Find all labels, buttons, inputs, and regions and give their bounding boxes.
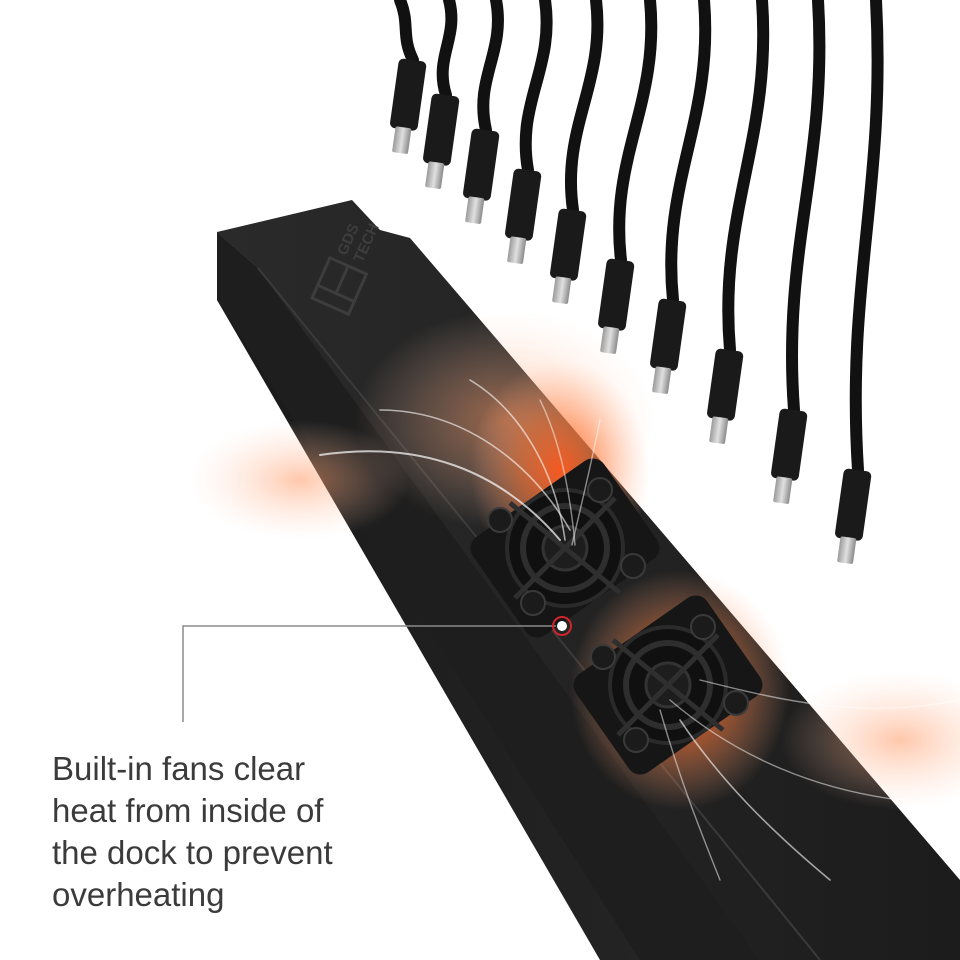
fan-icon (573, 595, 763, 775)
usb-cable-icon (550, 0, 604, 304)
usb-cable-icon (835, 0, 884, 564)
usb-cable-icon (598, 0, 658, 354)
usb-cable-icon (390, 0, 427, 154)
usb-cable-icon (423, 0, 460, 189)
fan-group (470, 458, 763, 775)
airflow-lines (319, 379, 960, 881)
callout-pointer (182, 616, 572, 722)
usb-cable-icon (650, 0, 712, 394)
callout-text: Built-in fans clear heat from inside of … (52, 748, 412, 916)
callout-line-4: overheating (52, 876, 225, 913)
usb-cable-icon (463, 0, 504, 224)
callout-line-3: the dock to prevent (52, 834, 333, 871)
fan-icon (470, 458, 660, 638)
usb-cable-icon (505, 0, 553, 264)
usb-cable-group (390, 0, 884, 564)
callout-line-2: heat from inside of (52, 792, 324, 829)
usb-cable-icon (707, 0, 770, 444)
usb-cable-icon (771, 0, 826, 504)
callout-line-1: Built-in fans clear (52, 750, 306, 787)
callout-marker-icon (552, 616, 572, 636)
